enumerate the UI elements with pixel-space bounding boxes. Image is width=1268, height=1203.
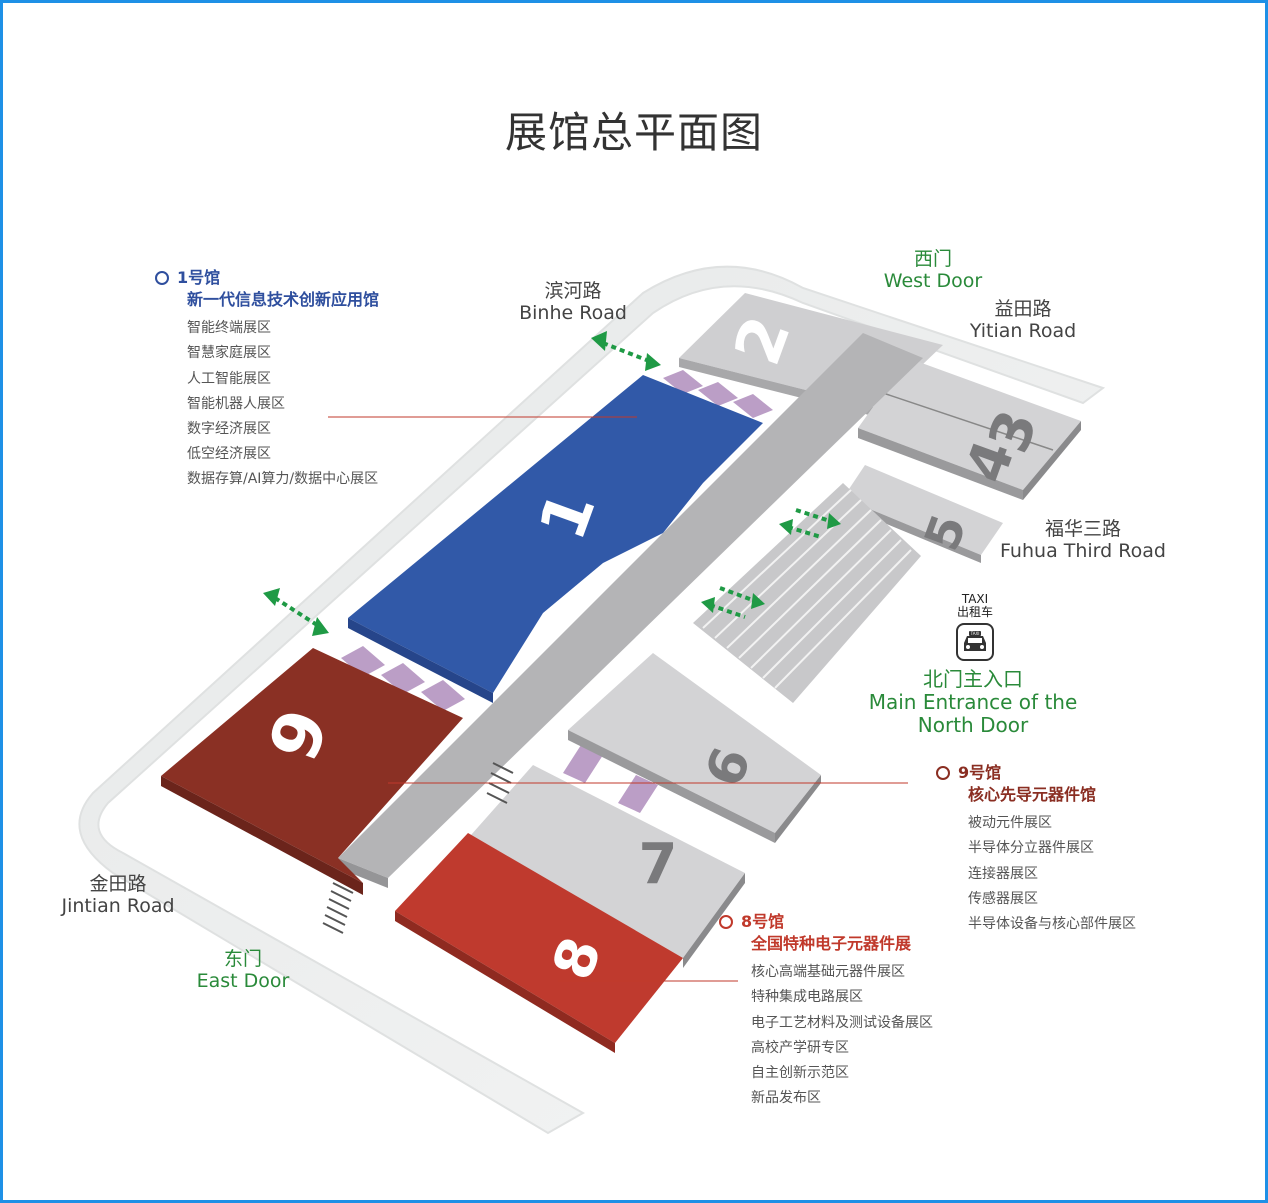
door-west: 西门 West Door bbox=[868, 248, 998, 293]
hall-5[interactable] bbox=[843, 465, 1003, 563]
taxi-stand: TAXI 出租车 TAXI bbox=[945, 592, 1005, 662]
door-east: 东门 East Door bbox=[183, 948, 303, 993]
hall8-name: 8号馆 bbox=[741, 912, 785, 931]
entrance-cn: 北门主入口 bbox=[923, 667, 1023, 691]
hall1-zone: 智能终端展区 bbox=[187, 320, 271, 337]
hall9-marker-icon bbox=[936, 765, 950, 780]
taxi-badge: TAXI bbox=[970, 631, 980, 636]
road-fuhua-en: Fuhua Third Road bbox=[1000, 539, 1166, 562]
hall1-heading: 1号馆 bbox=[155, 267, 379, 289]
hall1-subtitle: 新一代信息技术创新应用馆 bbox=[187, 289, 380, 309]
arrow-heads bbox=[263, 331, 841, 636]
road-fuhua-cn: 福华三路 bbox=[1044, 518, 1121, 540]
hall9-name: 9号馆 bbox=[958, 763, 1002, 782]
hall1-zone: 数字经济展区 bbox=[187, 421, 271, 437]
road-binhe: 滨河路 Binhe Road bbox=[508, 280, 638, 325]
hall8-info: 8号馆 全国特种电子元器件展 核心高端基础元器件展区 特种集成电路展区 电子工艺… bbox=[719, 911, 933, 1111]
hall9-heading: 9号馆 bbox=[936, 762, 1136, 784]
entrance-en-line2: North Door bbox=[917, 713, 1029, 737]
door-west-en: West Door bbox=[883, 269, 983, 292]
door-west-cn: 西门 bbox=[913, 248, 952, 270]
road-yitian-en: Yitian Road bbox=[969, 319, 1077, 342]
hall-8[interactable] bbox=[395, 833, 683, 1053]
hall8-heading: 8号馆 bbox=[719, 911, 933, 933]
road-jintian-en: Jintian Road bbox=[61, 894, 175, 917]
hall8-zone: 核心高端基础元器件展区 bbox=[751, 964, 905, 981]
hall9-zone: 传感器展区 bbox=[968, 890, 1038, 907]
hall-3-4[interactable] bbox=[858, 358, 1081, 500]
hall8-subtitle: 全国特种电子元器件展 bbox=[751, 933, 912, 953]
venue-map: 1 2 3 4 5 6 7 8 9 bbox=[78, 265, 1106, 1135]
entrance-en-line1: Main Entrance of the bbox=[868, 690, 1078, 714]
road-yitian: 益田路 Yitian Road bbox=[958, 298, 1088, 343]
taxi-icon: TAXI bbox=[956, 623, 994, 662]
main-entrance: 北门主入口 Main Entrance of the North Door bbox=[863, 668, 1083, 737]
hall1-info: 1号馆 新一代信息技术创新应用馆 智能终端展区 智慧家庭展区 人工智能展区 智能… bbox=[155, 267, 379, 493]
hall9-zones: 被动元件展区 半导体分立器件展区 连接器展区 传感器展区 半导体设备与核心部件展… bbox=[968, 811, 1136, 937]
taxi-car-icon: TAXI bbox=[964, 631, 986, 652]
hall8-zones: 核心高端基础元器件展区 特种集成电路展区 电子工艺材料及测试设备展区 高校产学研… bbox=[751, 960, 933, 1111]
access-arrows bbox=[273, 341, 831, 627]
hall8-zone: 电子工艺材料及测试设备展区 bbox=[751, 1014, 933, 1031]
central-corridor bbox=[338, 333, 923, 878]
hall1-zone: 智能机器人展区 bbox=[187, 395, 285, 412]
road-fuhua: 福华三路 Fuhua Third Road bbox=[993, 518, 1173, 563]
hall9-zone: 半导体设备与核心部件展区 bbox=[968, 916, 1136, 932]
ring-road bbox=[78, 265, 1106, 1135]
hall9-zone: 连接器展区 bbox=[968, 865, 1038, 882]
hall8-zone: 自主创新示范区 bbox=[751, 1065, 849, 1081]
hall-9[interactable] bbox=[161, 648, 463, 895]
hall1-zone: 低空经济展区 bbox=[187, 446, 271, 463]
hall1-name: 1号馆 bbox=[177, 268, 221, 287]
page-title: 展馆总平面图 bbox=[504, 108, 763, 157]
hall-1[interactable] bbox=[348, 375, 763, 703]
road-jintian-cn: 金田路 bbox=[89, 873, 147, 895]
hall1-zone: 人工智能展区 bbox=[187, 370, 271, 387]
hall-6[interactable] bbox=[568, 653, 821, 843]
hall-number-7: 7 bbox=[639, 832, 678, 897]
hall1-zones: 智能终端展区 智慧家庭展区 人工智能展区 智能机器人展区 数字经济展区 低空经济… bbox=[187, 316, 379, 492]
hall9-info: 9号馆 核心先导元器件馆 被动元件展区 半导体分立器件展区 连接器展区 传感器展… bbox=[936, 762, 1136, 937]
hall9-subtitle: 核心先导元器件馆 bbox=[968, 784, 1097, 804]
hall8-zone: 高校产学研专区 bbox=[751, 1039, 849, 1056]
door-east-cn: 东门 bbox=[223, 948, 262, 970]
hall1-zone: 智慧家庭展区 bbox=[187, 345, 271, 362]
entrance-stairs bbox=[693, 483, 921, 703]
hall8-zone: 新品发布区 bbox=[751, 1090, 821, 1107]
leader-lines bbox=[328, 416, 908, 982]
road-yitian-cn: 益田路 bbox=[994, 298, 1052, 320]
taxi-label-cn: 出租车 bbox=[956, 605, 993, 620]
road-binhe-cn: 滨河路 bbox=[544, 280, 602, 302]
taxi-label-en: TAXI bbox=[961, 592, 989, 606]
road-binhe-en: Binhe Road bbox=[519, 301, 627, 324]
hall8-zone: 特种集成电路展区 bbox=[751, 989, 863, 1006]
hall-7[interactable] bbox=[471, 765, 745, 968]
hall1-zone: 数据存算/AI算力/数据中心展区 bbox=[187, 471, 379, 488]
hall1-marker-icon bbox=[155, 270, 169, 285]
hall9-zone: 被动元件展区 bbox=[968, 815, 1052, 832]
hall8-marker-icon bbox=[719, 914, 733, 929]
bridges bbox=[341, 370, 773, 813]
west-stairs bbox=[322, 762, 514, 934]
hall9-zone: 半导体分立器件展区 bbox=[968, 840, 1094, 857]
door-east-en: East Door bbox=[196, 969, 290, 992]
road-jintian: 金田路 Jintian Road bbox=[48, 873, 188, 918]
